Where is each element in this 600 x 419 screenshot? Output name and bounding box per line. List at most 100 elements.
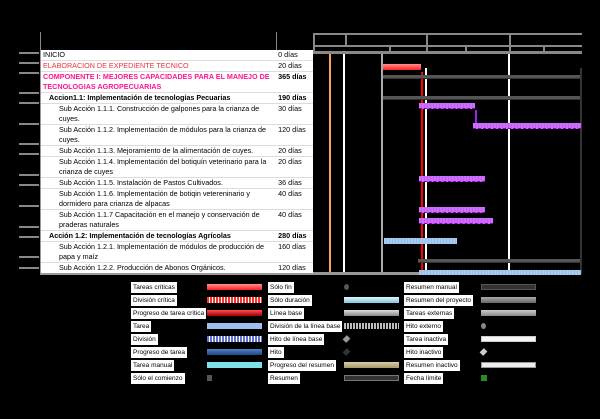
swatch-task-progress xyxy=(207,349,262,355)
task-duration: 0 días xyxy=(278,50,298,59)
task-duration: 190 días xyxy=(278,93,307,102)
task-duration: 40 días xyxy=(278,210,302,219)
swatch-manual-summary xyxy=(481,284,536,290)
bar-sub-1-2-1[interactable] xyxy=(419,270,581,275)
status-date-line xyxy=(421,72,423,274)
bar-accion-1-2[interactable] xyxy=(418,259,580,263)
external-milestone-icon xyxy=(481,323,486,329)
swatch-baseline-split xyxy=(344,323,399,329)
table-header xyxy=(40,32,313,50)
bar-sub-1-1-5[interactable] xyxy=(419,207,485,213)
task-row-sub-1-1-4[interactable]: Sub Acción 1.1.4. Implementación del bot… xyxy=(41,157,313,178)
swatch-finish-only xyxy=(344,284,349,290)
baseline-milestone-icon xyxy=(342,335,351,343)
bar-sub-1-1-6[interactable] xyxy=(419,218,493,224)
task-name: ELABORACION DE EXPEDIENTE TECNICO xyxy=(43,61,189,70)
task-duration: 365 días xyxy=(278,72,307,81)
task-row-sub-1-2-1[interactable]: Sub Acción 1.2.1. Implementación de módu… xyxy=(41,242,313,263)
swatch-baseline xyxy=(344,310,399,316)
task-row-sub-1-1-5[interactable]: Sub Acción 1.1.5. Instalación de Pastos … xyxy=(41,178,313,189)
swatch-project-summary xyxy=(481,297,536,303)
task-row-sub-1-2-2[interactable]: Sub Acción 1.2.2. Producción de Abonos O… xyxy=(41,263,313,273)
task-row-sub-1-1-3[interactable]: Sub Acción 1.1.3. Mejoramiento de la ali… xyxy=(41,146,313,157)
timescale-major xyxy=(313,33,582,47)
task-duration: 20 días xyxy=(278,146,302,155)
gridline xyxy=(381,54,383,272)
gridline xyxy=(343,54,345,272)
task-row-sub-1-1-1[interactable]: Sub Acción 1.1.1. Construcción de galpon… xyxy=(41,104,313,125)
task-row-sub-1-1-6[interactable]: Sub Acción 1.1.6. Implementación de boti… xyxy=(41,189,313,210)
swatch-split xyxy=(207,336,262,342)
task-name: Sub Acción 1.1.4. Implementación del bot… xyxy=(59,157,267,176)
bar-expediente[interactable] xyxy=(383,64,421,70)
swatch-inactive-summary xyxy=(481,362,536,368)
milestone-icon xyxy=(342,348,351,356)
swatch-summary-progress xyxy=(344,362,399,368)
bar-sub-1-1-7[interactable] xyxy=(384,238,457,244)
task-row-sub-1-1-7[interactable]: Sub Acción 1.1.7 Capacitación en el mane… xyxy=(41,210,313,231)
task-row-componente-1[interactable]: COMPONENTE I: MEJORES CAPACIDADES PARA E… xyxy=(41,72,313,93)
legend-label: Resumen xyxy=(268,373,300,384)
task-name: Sub Acción 1.2.2. Producción de Abonos O… xyxy=(59,263,226,272)
bar-componente-1[interactable] xyxy=(383,75,580,79)
bar-sub-1-1-1[interactable] xyxy=(419,103,475,109)
legend-label: Resumen del proyecto xyxy=(404,295,474,306)
column-divider xyxy=(40,32,41,50)
legend-label: Fecha límite xyxy=(404,373,444,384)
dependency-arrow xyxy=(475,110,477,123)
legend-label: Sólo el comienzo xyxy=(131,373,185,384)
deadline-icon xyxy=(481,375,487,381)
timescale-minor xyxy=(313,45,582,54)
task-name: Sub Acción 1.1.1. Construcción de galpon… xyxy=(59,104,260,123)
task-row-inicio[interactable]: INICIO 0 días xyxy=(41,50,313,61)
bar-accion-1-1[interactable] xyxy=(383,96,580,100)
task-duration: 20 días xyxy=(278,61,302,70)
task-duration: 20 días xyxy=(278,157,302,166)
legend-label: Progreso de tarea crítica xyxy=(131,308,207,319)
swatch-critical-split xyxy=(207,297,262,303)
swatch-summary xyxy=(344,375,399,381)
task-name: COMPONENTE I: MEJORES CAPACIDADES PARA E… xyxy=(43,72,270,91)
legend-label: Resumen inactivo xyxy=(404,360,460,371)
task-name: Sub Acción 1.1.2. Implementación de módu… xyxy=(59,125,266,144)
task-name: Accion1.1: Implementación de tecnologías… xyxy=(49,93,231,102)
task-row-accion-1-2[interactable]: Acción 1.2: Implementación de tecnología… xyxy=(41,231,313,242)
legend-label: División crítica xyxy=(131,295,177,306)
legend-label: Hito de línea base xyxy=(268,334,325,345)
task-name: Acción 1.2: Implementación de tecnología… xyxy=(49,231,231,240)
swatch-start-only xyxy=(207,375,212,381)
bar-sub-1-1-3[interactable] xyxy=(419,176,485,182)
task-row-sub-1-1-2[interactable]: Sub Acción 1.1.2. Implementación de módu… xyxy=(41,125,313,146)
gantt-chart xyxy=(313,30,582,275)
legend-label: Sólo duración xyxy=(268,295,312,306)
legend-label: Resumen manual xyxy=(404,282,459,293)
legend: Tareas críticas División crítica Progres… xyxy=(0,278,600,419)
legend-label: Progreso del resumen xyxy=(268,360,336,371)
swatch-critical-progress xyxy=(207,310,262,316)
task-duration: 280 días xyxy=(278,231,307,240)
legend-label: División de la línea base xyxy=(268,321,343,332)
task-name: Sub Acción 1.1.6. Implementación de boti… xyxy=(59,189,250,208)
legend-label: Línea base xyxy=(268,308,305,319)
swatch-manual-task xyxy=(207,362,262,368)
task-duration: 40 días xyxy=(278,189,302,198)
column-divider xyxy=(276,32,277,50)
task-duration: 30 días xyxy=(278,104,302,113)
bar-sub-1-1-2[interactable] xyxy=(473,123,581,129)
legend-label: Tareas externas xyxy=(404,308,455,319)
legend-label: Progreso de tarea xyxy=(131,347,188,358)
task-name: Sub Acción 1.2.1. Implementación de módu… xyxy=(59,242,264,261)
gridline xyxy=(580,68,582,274)
task-row-expediente[interactable]: ELABORACION DE EXPEDIENTE TECNICO 20 día… xyxy=(41,61,313,72)
task-table: INICIO 0 días ELABORACION DE EXPEDIENTE … xyxy=(40,50,313,275)
task-duration: 120 días xyxy=(278,263,306,272)
task-duration: 160 días xyxy=(278,242,306,251)
task-row-accion-1-1[interactable]: Accion1.1: Implementación de tecnologías… xyxy=(41,93,313,104)
legend-label: Hito externo xyxy=(404,321,444,332)
inactive-milestone-icon xyxy=(479,348,488,356)
gridline xyxy=(508,54,510,272)
swatch-critical-task xyxy=(207,284,262,290)
legend-label: Hito inactivo xyxy=(404,347,444,358)
task-name: Sub Acción 1.1.7 Capacitación en el mane… xyxy=(59,210,260,229)
swatch-duration-only xyxy=(344,297,399,303)
